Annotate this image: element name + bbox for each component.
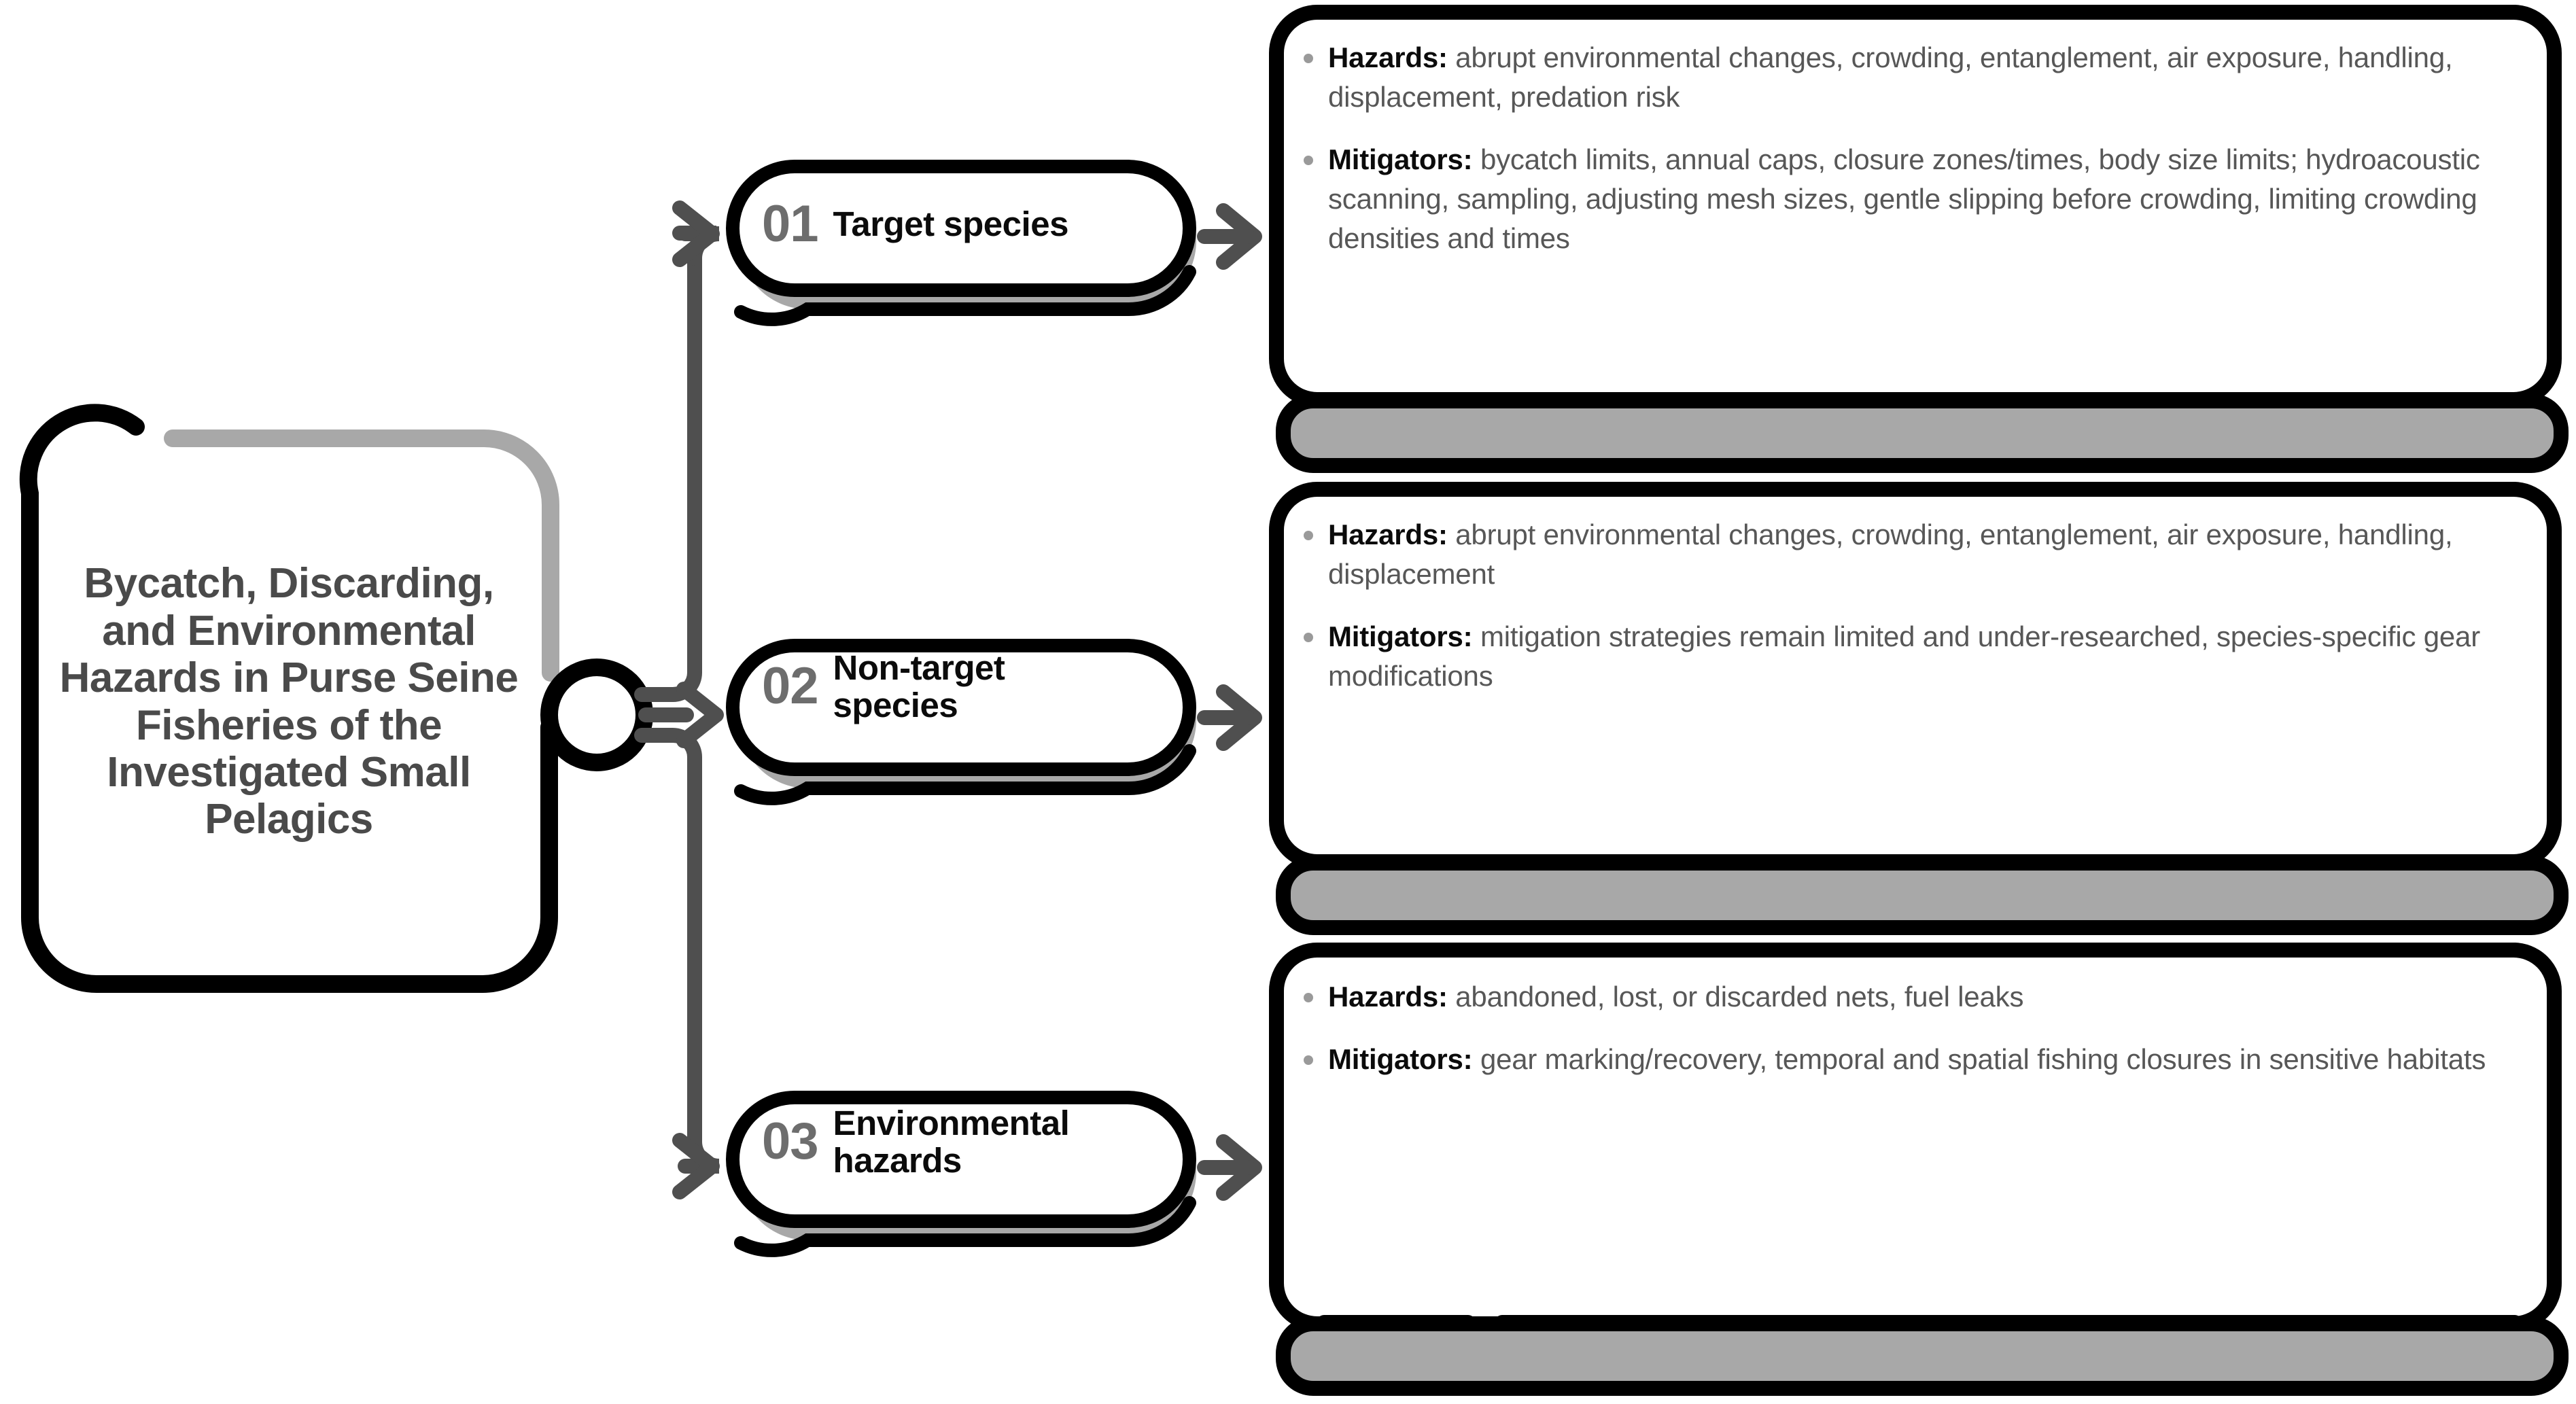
detail-card-03[interactable]: Hazards: abandoned, lost, or discarded n… xyxy=(1271,946,2566,1398)
bullet-body: abrupt environmental changes, crowding, … xyxy=(1328,519,2453,590)
bullet-label: Hazards: xyxy=(1328,41,1448,73)
bullet-label: Mitigators: xyxy=(1328,1042,1473,1075)
bullet-dot-icon xyxy=(1304,1055,1313,1065)
branch-number-02: 02 xyxy=(762,657,819,715)
bullet-text: Hazards: abandoned, lost, or discarded n… xyxy=(1328,977,2023,1017)
bullet-label: Hazards: xyxy=(1328,519,1448,550)
bullet-text: Mitigators: gear marking/recovery, tempo… xyxy=(1328,1040,2486,1079)
bullet-item: Mitigators: bycatch limits, annual caps,… xyxy=(1304,140,2528,258)
bullet-item: Mitigators: mitigation strategies remain… xyxy=(1304,617,2528,696)
branch-label-02: Non-target species xyxy=(833,648,1005,724)
detail-card-02[interactable]: Hazards: abrupt environmental changes, c… xyxy=(1271,484,2566,926)
branch-label-01: Target species xyxy=(833,205,1069,244)
detail-card-01[interactable]: Hazards: abrupt environmental changes, c… xyxy=(1271,7,2566,463)
arrowhead-to-pill-01 xyxy=(672,200,720,267)
bullet-body: mitigation strategies remain limited and… xyxy=(1328,620,2480,692)
arrowhead-to-pill-03 xyxy=(672,1133,720,1199)
bullet-text: Hazards: abrupt environmental changes, c… xyxy=(1328,515,2528,594)
bullet-item: Hazards: abandoned, lost, or discarded n… xyxy=(1304,977,2528,1017)
bullet-body: gear marking/recovery, temporal and spat… xyxy=(1472,1042,2486,1075)
bullet-body: abandoned, lost, or discarded nets, fuel… xyxy=(1447,981,2024,1013)
bullet-text: Mitigators: bycatch limits, annual caps,… xyxy=(1328,140,2528,258)
branch-wire-01 xyxy=(634,226,717,702)
arrowhead-pill-02-to-card xyxy=(1216,684,1262,751)
branch-pill-01[interactable]: 01 Target species xyxy=(731,170,1206,299)
bullet-dot-icon xyxy=(1304,993,1313,1002)
bullet-item: Mitigators: gear marking/recovery, tempo… xyxy=(1304,1040,2528,1079)
arrowhead-pill-03-to-card xyxy=(1216,1134,1262,1201)
arrowhead-to-pill-02 xyxy=(676,682,724,748)
bullet-item: Hazards: abrupt environmental changes, c… xyxy=(1304,515,2528,594)
bullet-text: Hazards: abrupt environmental changes, c… xyxy=(1328,38,2528,117)
bullet-dot-icon xyxy=(1304,54,1313,63)
bullet-item: Hazards: abrupt environmental changes, c… xyxy=(1304,38,2528,117)
page-title: Bycatch, Discarding, and Environmental H… xyxy=(59,560,519,843)
branch-number-03: 03 xyxy=(762,1112,819,1170)
bullet-label: Hazards: xyxy=(1328,981,1448,1013)
branch-wire-01-seg xyxy=(678,226,720,266)
branch-pill-03[interactable]: 03 Environmental hazards xyxy=(731,1087,1206,1216)
bullet-label: Mitigators: xyxy=(1328,143,1473,175)
bullet-dot-icon xyxy=(1304,531,1313,540)
root-node-card[interactable]: Bycatch, Discarding, and Environmental H… xyxy=(20,415,557,989)
bullet-dot-icon xyxy=(1304,632,1313,642)
bullet-text: Mitigators: mitigation strategies remain… xyxy=(1328,617,2528,696)
branch-pill-02[interactable]: 02 Non-target species xyxy=(731,632,1206,761)
bullet-body: bycatch limits, annual caps, closure zon… xyxy=(1328,143,2480,254)
arrowhead-pill-01-to-card xyxy=(1216,203,1262,270)
bullet-label: Mitigators: xyxy=(1328,620,1473,652)
branch-label-03: Environmental hazards xyxy=(833,1103,1070,1180)
branch-wire-03 xyxy=(634,728,720,1174)
bullet-dot-icon xyxy=(1304,155,1313,165)
bullet-body: abrupt environmental changes, crowding, … xyxy=(1328,41,2453,113)
junction-node xyxy=(540,659,653,771)
branch-number-01: 01 xyxy=(762,195,819,253)
